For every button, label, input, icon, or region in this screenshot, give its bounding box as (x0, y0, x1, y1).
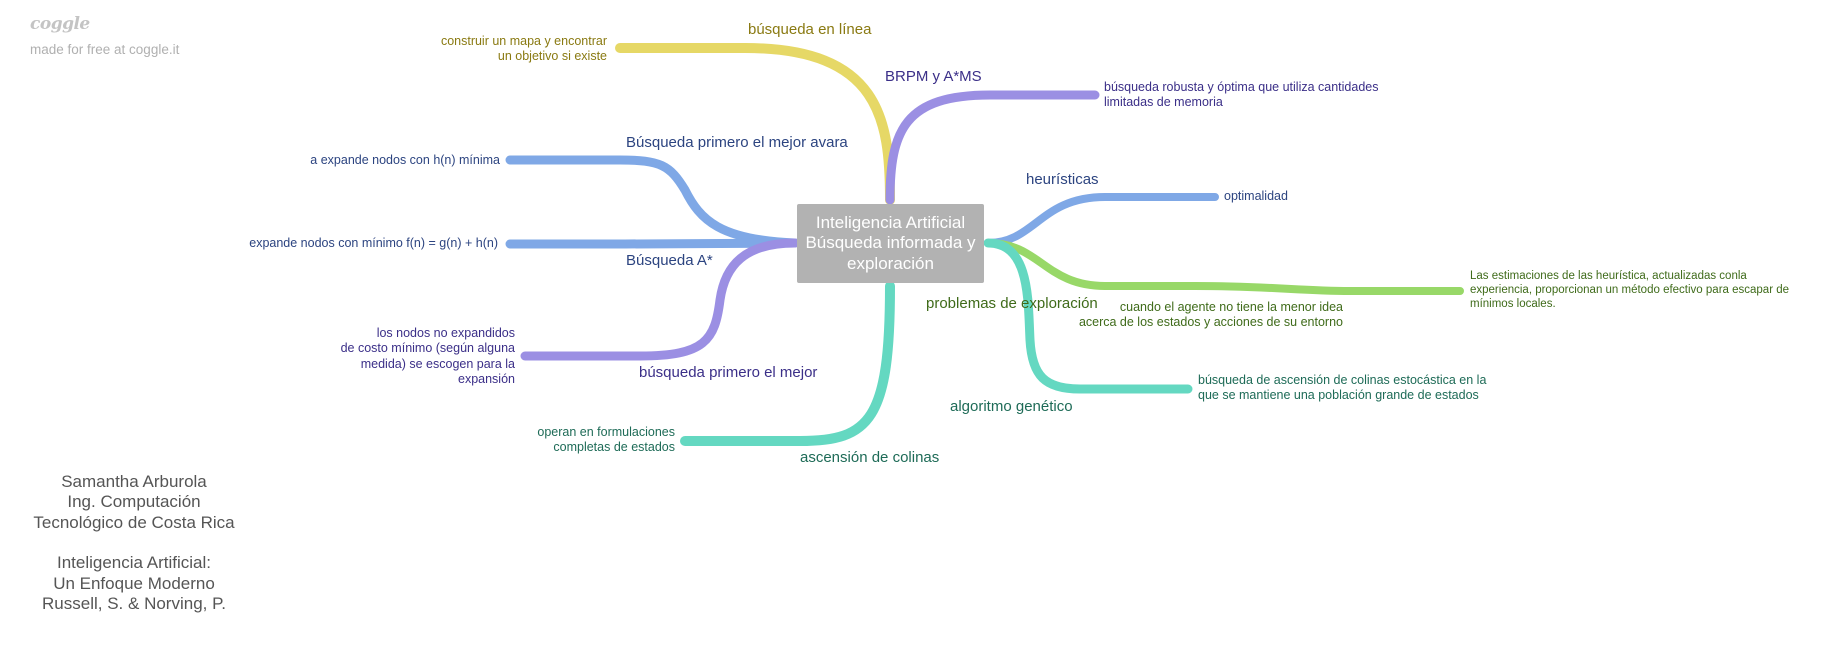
branch-line-genetico (983, 238, 1193, 394)
branch-line-ascension (680, 281, 895, 446)
node-busqueda-en-linea[interactable]: búsqueda en línea (748, 21, 872, 38)
leaf-line: construir un mapa y encontrar (440, 34, 607, 48)
leaf-exploracion[interactable]: Las estimaciones de las heurística, actu… (1470, 269, 1789, 311)
credit-book-line: Un Enfoque Moderno (53, 573, 215, 593)
central-topic-line: Búsqueda informada y (805, 233, 976, 253)
leaf-line: búsqueda de ascensión de colinas estocás… (1198, 373, 1487, 387)
node-avara[interactable]: Búsqueda primero el mejor avara (626, 134, 848, 151)
leaf-line: búsqueda robusta y óptima que utiliza ca… (1104, 80, 1379, 94)
central-topic[interactable]: Inteligencia Artificial Búsqueda informa… (797, 204, 984, 283)
subnode-line: cuando el agente no tiene la menor idea (1119, 300, 1343, 314)
leaf-line: Las estimaciones de las heurística, actu… (1470, 270, 1747, 282)
branch-line-a-star (505, 238, 800, 249)
coggle-logo: coggle (30, 14, 90, 34)
leaf-heuristicas[interactable]: optimalidad (1224, 189, 1288, 203)
node-ascension[interactable]: ascensión de colinas (800, 449, 940, 466)
central-topic-line: Inteligencia Artificial (815, 212, 966, 232)
leaf-line: los nodos no expandidos (376, 326, 515, 340)
leaf-line: mínimos locales. (1470, 298, 1556, 311)
leaf-line: de costo mínimo (según alguna (340, 341, 515, 356)
credit-author-line: Tecnológico de Costa Rica (33, 512, 235, 532)
leaf-a-star[interactable]: expande nodos con mínimo f(n) = g(n) + h… (249, 236, 498, 250)
branch-line-heuristicas (984, 193, 1219, 247)
node-genetico[interactable]: algoritmo genético (950, 398, 1073, 415)
branch-line-exploracion (984, 239, 1464, 295)
brand-tagline: made for free at coggle.it (30, 42, 180, 57)
branch-line-brpm (885, 90, 1100, 205)
leaf-primero-mejor[interactable]: los nodos no expandidos de costo mínimo … (300, 326, 515, 387)
credits-spacer (14, 533, 254, 553)
leaf-brpm[interactable]: búsqueda robusta y óptima que utiliza ca… (1104, 80, 1379, 111)
central-topic-line: exploración (847, 253, 934, 273)
leaf-genetico[interactable]: búsqueda de ascensión de colinas estocás… (1198, 373, 1486, 404)
leaf-line: expansión (458, 371, 515, 386)
node-brpm[interactable]: BRPM y A*MS (885, 68, 982, 85)
subnode-line: acerca de los estados y acciones de su e… (1078, 315, 1343, 330)
subnode-exploracion[interactable]: cuando el agente no tiene la menor idea … (1000, 300, 1343, 331)
leaf-ascension[interactable]: operan en formulaciones completas de est… (480, 425, 675, 456)
leaf-line: completas de estados (553, 440, 675, 455)
leaf-avara[interactable]: a expande nodos con h(n) mínima (310, 153, 500, 167)
leaf-busqueda-en-linea[interactable]: construir un mapa y encontrar un objetiv… (420, 34, 607, 65)
credit-author-line: Ing. Computación (67, 492, 201, 512)
leaf-line: un objetivo si existe (497, 49, 607, 64)
leaf-line: experiencia, proporcionan un método efec… (1470, 284, 1790, 297)
leaf-line: que se mantiene una población grande de … (1198, 388, 1479, 403)
branch-line-busqueda-en-linea (615, 43, 895, 205)
leaf-line: operan en formulaciones (537, 425, 675, 439)
credit-book-line: Inteligencia Artificial: (56, 553, 212, 573)
node-heuristicas[interactable]: heurísticas (1026, 171, 1099, 188)
leaf-line: medida) se escogen para la (360, 356, 515, 371)
node-a-star[interactable]: Búsqueda A* (626, 252, 713, 269)
brand: coggle made for free at coggle.it (30, 14, 179, 57)
credits: Samantha Arburola Ing. Computación Tecno… (14, 472, 254, 614)
node-exploracion[interactable]: problemas de exploración (926, 295, 1098, 312)
branch-line-primero-mejor (520, 238, 800, 361)
credit-author-line: Samantha Arburola (61, 472, 207, 491)
leaf-line: limitadas de memoria (1104, 95, 1223, 110)
branch-line-avara (505, 155, 800, 248)
node-primero-mejor[interactable]: búsqueda primero el mejor (639, 364, 818, 381)
credit-book-line: Russell, S. & Norving, P. (42, 593, 226, 613)
